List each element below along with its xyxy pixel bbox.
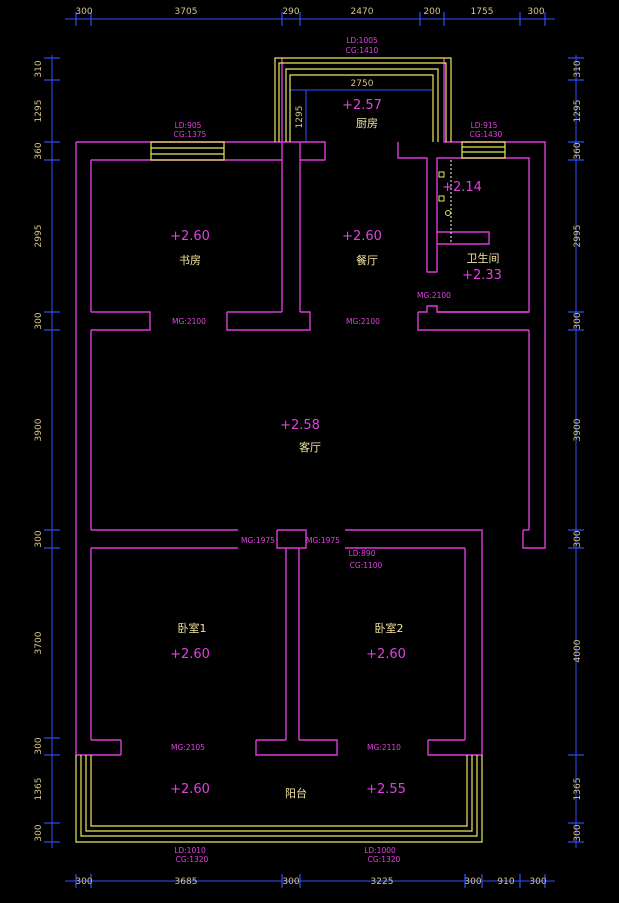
- bedroom2-elev: +2.60: [366, 647, 406, 662]
- top-dimensions: 300 3705 290 2470 200 1755 300: [75, 7, 544, 17]
- bath-door-mg: MG:2100: [417, 291, 451, 300]
- dim-top-7: 300: [527, 7, 544, 17]
- dim-right-4: 2995: [573, 225, 583, 248]
- balcony-elev-right: +2.55: [366, 782, 406, 797]
- bath-elev: +2.33: [462, 268, 502, 283]
- kitchen-width-dim: 2750: [351, 79, 374, 89]
- dim-top-4: 2470: [351, 7, 374, 17]
- dim-left-7: 300: [34, 530, 44, 547]
- study-door-mg: MG:2100: [172, 317, 206, 326]
- dim-right-3: 360: [573, 142, 583, 159]
- dim-bottom-2: 3685: [175, 877, 198, 887]
- bath-window-cg: CG:1430: [470, 130, 503, 139]
- dim-left-4: 2995: [34, 225, 44, 248]
- room-labels: +2.57 厨房 +2.60 书房 +2.60 餐厅 +2.14 卫生间 +2.…: [170, 98, 502, 800]
- dim-left-1: 310: [34, 60, 44, 77]
- dim-top-5: 200: [423, 7, 440, 17]
- right-dimensions: 310 1295 360 2995 300 3900 300 4000 1365…: [573, 60, 583, 841]
- study-window-cg: CG:1375: [174, 130, 207, 139]
- dining-door-mg: MG:2100: [346, 317, 380, 326]
- dim-right-7: 300: [573, 530, 583, 547]
- dim-top-2: 3705: [175, 7, 198, 17]
- dim-left-11: 300: [34, 824, 44, 841]
- dim-right-2: 1295: [573, 100, 583, 123]
- dim-right-8: 4000: [573, 639, 583, 662]
- windows: [75, 57, 506, 843]
- study-window-ld: LD:905: [175, 121, 202, 130]
- bedroom1-elev: +2.60: [170, 647, 210, 662]
- kitchen-window-cg: CG:1410: [346, 46, 379, 55]
- bath-fixtures: [438, 160, 452, 244]
- dimension-lines: [44, 12, 584, 888]
- dining-elev: +2.60: [342, 229, 382, 244]
- balcony1-window-ld: LD:1010: [174, 846, 206, 855]
- dim-bottom-3: 300: [282, 877, 299, 887]
- fixture-square-icon: [438, 171, 445, 178]
- dim-top-3: 290: [282, 7, 299, 17]
- drain-icon: [445, 210, 451, 216]
- fixture-square-icon: [438, 195, 445, 202]
- balcony1-door-mg: MG:2105: [171, 743, 205, 752]
- dining-name: 餐厅: [356, 253, 378, 267]
- balcony-name: 阳台: [285, 786, 307, 800]
- balcony1-window-cg: CG:1320: [176, 855, 209, 864]
- balcony2-window-cg: CG:1320: [368, 855, 401, 864]
- living-elev: +2.58: [280, 418, 320, 433]
- bedroom2-window-cg: CG:1100: [350, 561, 383, 570]
- dim-left-9: 300: [34, 737, 44, 754]
- living-name: 客厅: [299, 440, 321, 454]
- dim-bottom-1: 300: [75, 877, 92, 887]
- kitchen-name: 厨房: [356, 117, 378, 130]
- dim-left-6: 3900: [34, 418, 44, 441]
- kitchen-height-dim: 1295: [295, 106, 305, 129]
- bedroom2-name: 卧室2: [375, 621, 404, 635]
- balcony2-door-mg: MG:2110: [367, 743, 401, 752]
- dim-bottom-7: 300: [529, 877, 546, 887]
- dim-left-8: 3700: [34, 631, 44, 654]
- dim-top-6: 1755: [471, 7, 494, 17]
- opening-labels: LD:1005 CG:1410 LD:905 CG:1375 LD:915 CG…: [171, 36, 503, 864]
- dim-right-9: 1365: [573, 778, 583, 801]
- dim-right-5: 300: [573, 312, 583, 329]
- dim-left-3: 360: [34, 142, 44, 159]
- balcony2-window-ld: LD:1000: [364, 846, 396, 855]
- left-dimensions: 310 1295 360 2995 300 3900 300 3700 300 …: [34, 60, 44, 841]
- dim-right-1: 310: [573, 60, 583, 77]
- dim-left-2: 1295: [34, 100, 44, 123]
- bedroom1-door-mg: MG:1975: [241, 536, 275, 545]
- dim-right-10: 300: [573, 824, 583, 841]
- bedroom2-door-mg: MG:1975: [306, 536, 340, 545]
- bath-elev-2: +2.14: [442, 180, 482, 195]
- dim-bottom-4: 3225: [371, 877, 394, 887]
- study-elev: +2.60: [170, 229, 210, 244]
- bath-name: 卫生间: [467, 251, 500, 265]
- dim-bottom-6: 910: [497, 877, 514, 887]
- bath-window-ld: LD:915: [471, 121, 498, 130]
- bedroom1-name: 卧室1: [178, 621, 207, 635]
- dim-right-6: 3900: [573, 418, 583, 441]
- dim-bottom-5: 300: [464, 877, 481, 887]
- walls: [75, 58, 546, 756]
- balcony-elev-left: +2.60: [170, 782, 210, 797]
- bottom-dimensions: 300 3685 300 3225 300 910 300: [75, 877, 546, 887]
- kitchen-window-ld: LD:1005: [346, 36, 378, 45]
- kitchen-elev: +2.57: [342, 98, 382, 113]
- bedroom2-window-ld: LD:890: [349, 549, 376, 558]
- dim-left-10: 1365: [34, 778, 44, 801]
- dim-left-5: 300: [34, 312, 44, 329]
- dim-top-1: 300: [75, 7, 92, 17]
- study-name: 书房: [179, 254, 201, 267]
